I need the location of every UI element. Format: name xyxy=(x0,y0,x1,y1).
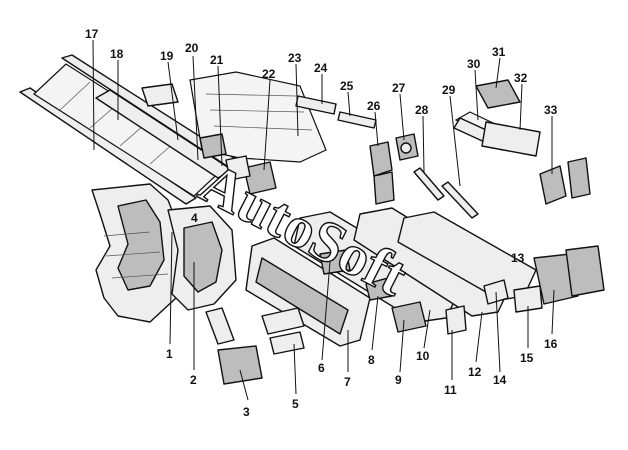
part-label-10: 10 xyxy=(416,349,430,363)
corner-blocks xyxy=(539,157,591,205)
rear-panels xyxy=(453,79,541,157)
windshield-frame xyxy=(19,54,241,205)
part-label-31: 31 xyxy=(492,45,506,59)
part-label-17: 17 xyxy=(85,27,99,41)
part-label-12: 12 xyxy=(468,365,482,379)
leader-lines xyxy=(92,39,555,401)
part-label-7: 7 xyxy=(344,375,351,389)
part-label-19: 19 xyxy=(160,49,174,63)
part-label-1: 1 xyxy=(166,347,173,361)
sill-beams xyxy=(245,207,537,347)
part-number-labels: 1 2 3 4 5 6 7 8 9 10 11 12 13 14 15 16 1… xyxy=(85,27,558,419)
upper-brackets xyxy=(141,83,277,195)
part-label-11: 11 xyxy=(444,383,457,397)
part-label-22: 22 xyxy=(262,67,276,81)
part-label-8: 8 xyxy=(368,353,375,367)
lower-small-parts xyxy=(205,245,605,385)
front-pillar-assembly xyxy=(91,183,237,323)
part-label-33: 33 xyxy=(544,103,558,117)
part-label-9: 9 xyxy=(395,373,402,387)
part-label-32: 32 xyxy=(514,71,528,85)
trim-strips xyxy=(295,95,479,219)
part-label-6: 6 xyxy=(318,361,325,375)
part-label-26: 26 xyxy=(367,99,381,113)
part-label-18: 18 xyxy=(110,47,124,61)
part-label-27: 27 xyxy=(392,81,406,95)
part-label-21: 21 xyxy=(210,53,224,67)
part-label-28: 28 xyxy=(415,103,429,117)
part-label-13: 13 xyxy=(511,251,525,265)
part-label-24: 24 xyxy=(314,61,328,75)
part-label-30: 30 xyxy=(467,57,481,71)
part-label-29: 29 xyxy=(442,83,456,97)
part-label-15: 15 xyxy=(520,351,534,365)
part-label-4: 4 xyxy=(191,211,198,225)
part-label-25: 25 xyxy=(340,79,354,93)
part-label-23: 23 xyxy=(288,51,302,65)
part-label-3: 3 xyxy=(243,405,250,419)
part-label-16: 16 xyxy=(544,337,558,351)
part-label-5: 5 xyxy=(292,397,299,411)
hinge-parts xyxy=(369,133,419,205)
part-label-20: 20 xyxy=(185,41,199,55)
part-label-14: 14 xyxy=(493,373,507,387)
part-label-2: 2 xyxy=(190,373,197,387)
rear-window-glass xyxy=(189,71,327,163)
